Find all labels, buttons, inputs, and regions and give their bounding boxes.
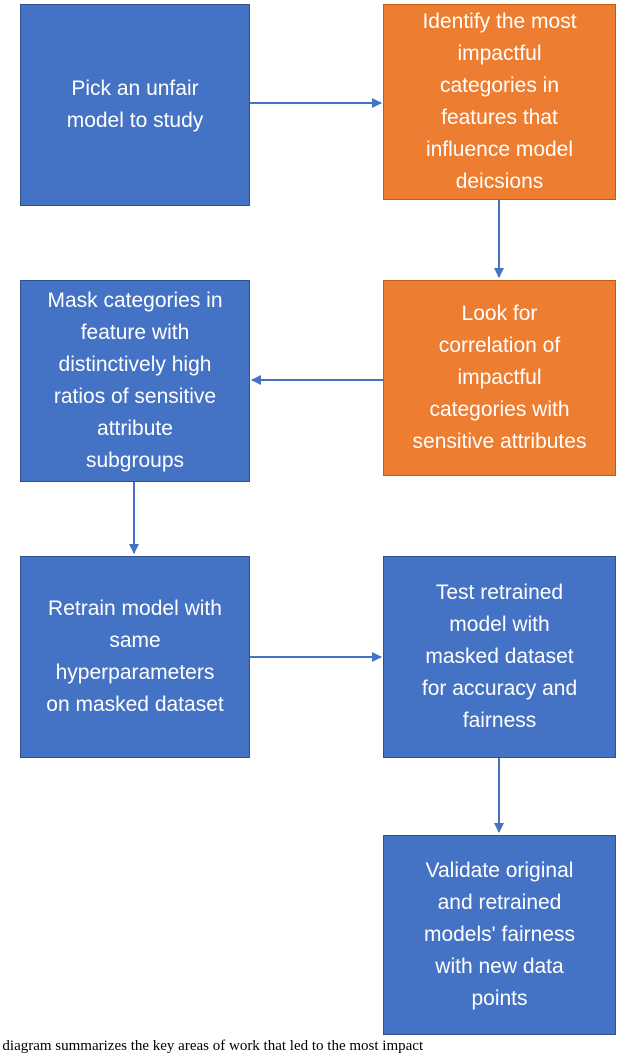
step-look-correlation-box: Look for correlation of impactful catego… [383,280,616,476]
step-identify-categories-box: Identify the most impactful categories i… [383,4,616,200]
step-identify-categories-text: Identify the most impactful categories i… [422,10,577,193]
step-retrain-model-text: Retrain model with same hyperparameters … [46,597,224,716]
step-look-correlation-text: Look for correlation of impactful catego… [412,302,587,453]
step-pick-model-box: Pick an unfair model to study [20,4,250,206]
step-mask-categories-text: Mask categories in feature with distinct… [47,289,223,472]
step-retrain-model-box: Retrain model with same hyperparameters … [20,556,250,758]
figure-caption: e diagram summarizes the key areas of wo… [0,1038,424,1054]
step-validate-models-box: Validate original and retrained models' … [383,835,616,1035]
step-validate-models-text: Validate original and retrained models' … [423,859,576,1010]
step-test-retrained-box: Test retrained model with masked dataset… [383,556,616,758]
step-test-retrained-text: Test retrained model with masked dataset… [421,581,578,732]
step-mask-categories-box: Mask categories in feature with distinct… [20,280,250,482]
step-pick-model-text: Pick an unfair model to study [66,77,204,132]
